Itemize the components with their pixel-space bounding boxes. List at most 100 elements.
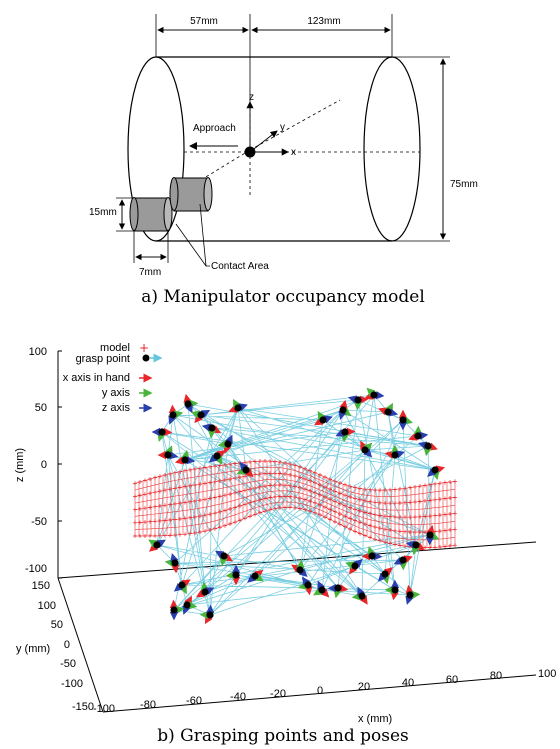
grasp-dot: [178, 581, 186, 589]
x-axis-label: x (mm): [358, 713, 392, 725]
grasp-point: [236, 461, 254, 478]
grasp-dot: [319, 416, 327, 424]
grasp-dot: [391, 586, 399, 594]
x-tick-neg80: -80: [140, 699, 156, 711]
grasp-dot: [304, 581, 312, 589]
grasp-point: [214, 550, 233, 567]
grasp-dot: [158, 428, 166, 436]
finger-right: [169, 177, 213, 212]
grasp-dot: [184, 400, 192, 408]
grasp-dot: [201, 588, 209, 596]
grasp-point: [217, 434, 233, 454]
caption-b: b) Grasping points and poses: [157, 726, 409, 746]
grasp-dot: [399, 416, 407, 424]
cylinder-right-end: [363, 56, 421, 242]
grasp-dot: [170, 606, 178, 614]
occupancy-model-diagram: 57mm 123mm 75mm z x y Approach: [89, 14, 478, 278]
x-tick-20: 20: [358, 681, 370, 693]
grasp-dot: [220, 552, 228, 560]
z-tick-100: 100: [29, 346, 47, 358]
axis-y-label: y: [280, 122, 285, 133]
y-tick-neg150: -150: [72, 701, 94, 713]
x-tick-neg100: -100: [93, 703, 115, 715]
grasp-point: [384, 444, 405, 459]
grasp-point: [384, 579, 400, 601]
grasp-dot: [426, 531, 434, 539]
approach-label: Approach: [193, 123, 236, 134]
grasp-point: [408, 425, 429, 441]
grasp-point: [208, 450, 226, 465]
grasp-dot: [412, 541, 420, 549]
grasp-point: [393, 555, 413, 571]
grasp-point: [313, 580, 330, 598]
x-tick-neg60: -60: [186, 695, 202, 707]
dim-75-label: 75mm: [450, 179, 478, 190]
grasp-point: [173, 579, 191, 595]
grasp-dot: [334, 584, 342, 592]
grasp-points: [148, 387, 446, 625]
grasp-point: [313, 410, 333, 426]
grasp-dot: [339, 406, 347, 414]
dim-123-label: 123mm: [307, 16, 340, 27]
grasp-point: [297, 576, 313, 596]
grasp-dot: [391, 451, 399, 459]
grasp-point: [351, 586, 368, 605]
grasp-dot: [424, 442, 432, 450]
grasp-point: [157, 445, 179, 460]
grasp-dot: [296, 566, 304, 574]
grasp-dot: [370, 391, 378, 399]
grasp-dot: [242, 466, 250, 474]
grasp-dot: [206, 611, 214, 619]
grasp-point: [148, 539, 166, 552]
grasp-dot: [368, 552, 376, 560]
grasp-point: [225, 564, 241, 586]
grasp-point: [345, 558, 363, 575]
grasp-dot: [213, 452, 221, 460]
y-tick-100: 100: [38, 600, 56, 612]
grasp-point: [182, 595, 198, 615]
grasp-point: [168, 404, 184, 425]
dim-15-label: 15mm: [89, 207, 117, 218]
legend-grasp-marker: [142, 354, 150, 362]
grasp-dot: [232, 571, 240, 579]
y-axis-line: [57, 577, 104, 713]
contact-area-label: Contact Area: [211, 261, 269, 272]
grasp-point: [360, 440, 373, 458]
grasp-point: [195, 581, 215, 598]
grasp-dot: [181, 456, 189, 464]
x-tick-0: 0: [317, 685, 323, 697]
grasp-point: [291, 559, 308, 578]
dim-7-label: 7mm: [139, 267, 161, 278]
grasp-dot: [208, 424, 216, 432]
grasp-dot: [414, 432, 422, 440]
z-tick-neg50: -50: [31, 516, 47, 528]
grasp-point: [405, 584, 421, 605]
grasp-point: [398, 409, 413, 431]
grasp-point: [164, 553, 180, 574]
grasp-point: [377, 567, 393, 585]
legend-grasp-label: grasp point: [76, 353, 130, 365]
y-tick-neg100: -100: [61, 678, 83, 690]
grasp-dot: [153, 541, 161, 549]
grasp-dot: [183, 601, 191, 609]
grasp-dot: [358, 592, 366, 600]
model-mesh: [133, 459, 457, 550]
grasp-point: [425, 524, 440, 546]
legend-model-label: model: [100, 342, 130, 354]
grasp-dot: [399, 556, 407, 564]
grasp-point: [247, 569, 264, 583]
x-tick-40: 40: [402, 677, 414, 689]
grasp-dot: [169, 411, 177, 419]
axis-z-label: z: [249, 92, 254, 103]
grasp-dot: [384, 408, 392, 416]
grasp-point: [174, 449, 196, 465]
grasp-point: [327, 583, 349, 599]
z-tick-neg100: -100: [25, 563, 47, 575]
grasp-point: [335, 427, 356, 443]
grasp-point: [169, 599, 185, 621]
grasp-dot: [251, 572, 259, 580]
y-tick-150: 150: [32, 580, 50, 592]
grasp-point: [364, 387, 385, 400]
grasp-dot: [341, 428, 349, 436]
